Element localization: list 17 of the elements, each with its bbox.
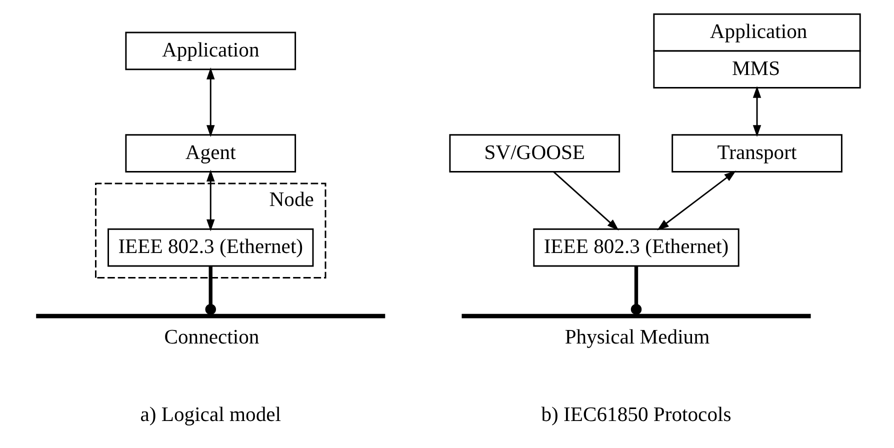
node-text: Connection: [164, 326, 260, 349]
arrow: [206, 68, 215, 137]
arrow: [752, 86, 762, 137]
node-text: Physical Medium: [564, 326, 710, 349]
arrow: [657, 170, 736, 230]
node-box: SV/GOOSE: [449, 134, 620, 172]
connector: [205, 266, 216, 315]
label: b) IEC61850 Protocols: [541, 404, 732, 426]
node-box: Transport: [672, 134, 842, 172]
connector: [630, 266, 642, 315]
node-box: Application: [125, 32, 296, 70]
node-box: Agent: [125, 134, 296, 172]
label: a) Logical model: [140, 404, 282, 426]
arrow: [206, 170, 215, 232]
arrow: [553, 171, 619, 230]
node-box: IEEE 802.3 (Ethernet): [108, 228, 314, 267]
node-box: IEEE 802.3 (Ethernet): [533, 228, 740, 267]
